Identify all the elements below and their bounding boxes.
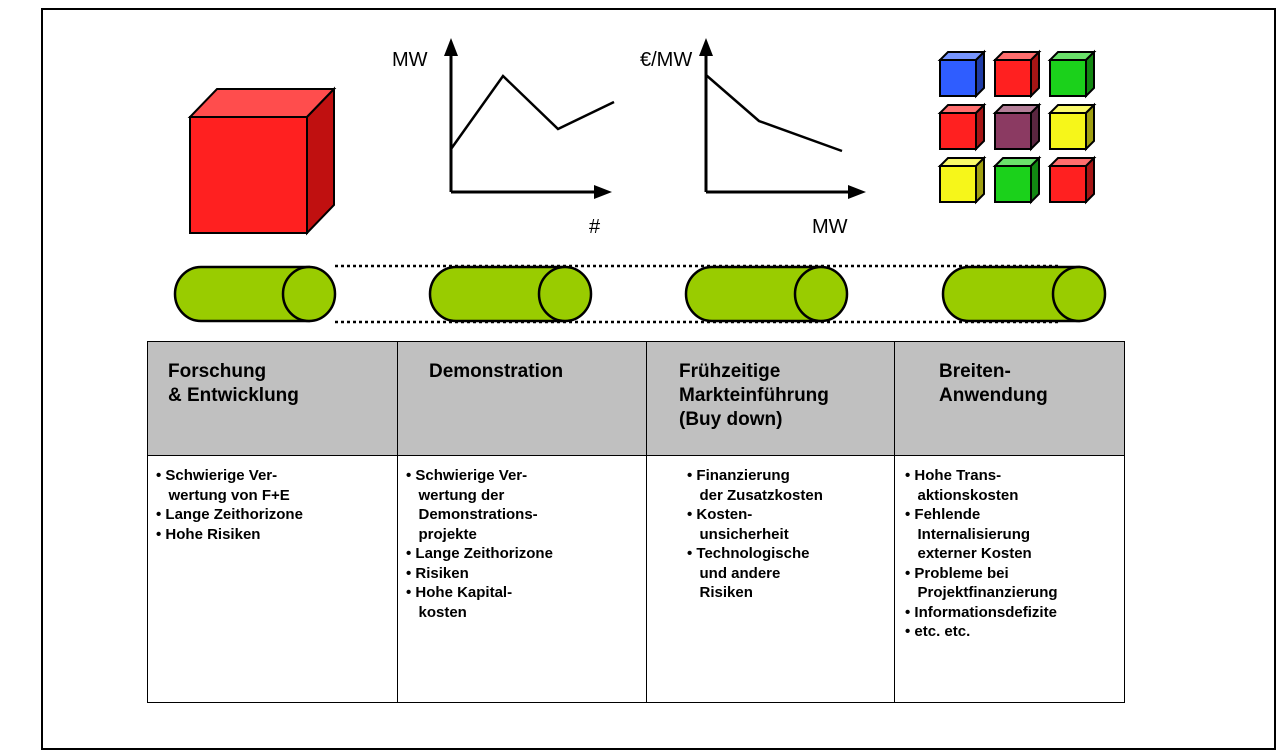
conveyor-rollers bbox=[173, 265, 1107, 323]
cost-line bbox=[705, 74, 843, 153]
list-item: • Hohe Risiken bbox=[156, 525, 261, 543]
roller-icon bbox=[428, 265, 593, 323]
small-cube-icon bbox=[992, 49, 1042, 99]
list-item: • Hohe Trans- aktionskosten bbox=[905, 467, 1019, 504]
line-graph-cost bbox=[699, 38, 866, 199]
small-cube-icon bbox=[1047, 155, 1097, 205]
barrier-list: • Hohe Trans- aktionskosten • Fehlende I… bbox=[905, 466, 1058, 642]
y-axis-arrow bbox=[444, 38, 458, 56]
stage-header: Breiten- Anwendung bbox=[895, 342, 1124, 456]
barrier-list: • Schwierige Ver- wertung von F+E • Lang… bbox=[156, 466, 303, 544]
list-item: • Lange Zeithorizone bbox=[156, 506, 303, 523]
stage-title: Breiten- Anwendung bbox=[939, 361, 1048, 406]
stage-body: • Schwierige Ver- wertung von F+E • Lang… bbox=[148, 456, 397, 702]
small-cube-icon bbox=[1047, 49, 1097, 99]
list-item: • Schwierige Ver- wertung von F+E bbox=[156, 467, 290, 504]
stage-column-demonstration: Demonstration • Schwierige Ver- wertung … bbox=[397, 341, 647, 703]
big-cube-icon bbox=[187, 86, 337, 236]
stage-header: Demonstration bbox=[398, 342, 646, 456]
list-item: • Informationsdefizite bbox=[905, 603, 1057, 621]
list-item: • Fehlende Internalisierung externer Kos… bbox=[905, 506, 1032, 562]
list-item: • etc. etc. bbox=[905, 623, 971, 640]
graph2-x-label: MW bbox=[812, 216, 848, 238]
graph1-x-label: # bbox=[589, 216, 601, 238]
list-item: • Finanzierung der Zusatzkosten bbox=[687, 467, 823, 504]
stage-column-wide-application: Breiten- Anwendung • Hohe Trans- aktions… bbox=[894, 341, 1125, 703]
x-axis-arrow bbox=[594, 185, 612, 199]
barrier-list: • Finanzierung der Zusatzkosten • Kosten… bbox=[687, 466, 823, 603]
list-item: • Kosten- unsicherheit bbox=[687, 506, 789, 543]
small-cube-icon bbox=[1047, 102, 1097, 152]
small-cube-icon bbox=[937, 155, 987, 205]
list-item: • Technologische und andere Risiken bbox=[687, 545, 810, 601]
list-item: • Hohe Kapital- kosten bbox=[406, 584, 513, 621]
small-cube-icon bbox=[992, 102, 1042, 152]
stage-title: Frühzeitige Markteinführung (Buy down) bbox=[679, 361, 829, 430]
roller-icon bbox=[684, 265, 849, 323]
roller-icon bbox=[173, 265, 337, 323]
roller-icon bbox=[941, 265, 1107, 323]
line-graph-mw bbox=[444, 38, 615, 199]
stage-header: Forschung & Entwicklung bbox=[148, 342, 397, 456]
small-cube-icon bbox=[937, 102, 987, 152]
stage-body: • Schwierige Ver- wertung der Demonstrat… bbox=[398, 456, 646, 702]
stage-header: Frühzeitige Markteinführung (Buy down) bbox=[647, 342, 894, 456]
y-axis-arrow bbox=[699, 38, 713, 56]
illustration-layer bbox=[173, 38, 1107, 324]
diagram-frame bbox=[41, 8, 1276, 750]
small-cube-icon bbox=[937, 49, 987, 99]
stage-title: Demonstration bbox=[429, 361, 564, 382]
graph2-y-label: €/MW bbox=[640, 49, 693, 71]
small-cube-icon bbox=[992, 155, 1042, 205]
list-item: • Probleme bei Projektfinanzierung bbox=[905, 564, 1058, 602]
stage-body: • Hohe Trans- aktionskosten • Fehlende I… bbox=[895, 456, 1124, 702]
graph1-y-label: MW bbox=[392, 49, 428, 71]
x-axis-arrow bbox=[848, 185, 866, 199]
cube-grid-icon bbox=[937, 49, 1097, 205]
list-item: • Schwierige Ver- wertung der Demonstrat… bbox=[406, 467, 538, 543]
list-item: • Risiken bbox=[406, 564, 469, 582]
stage-body: • Finanzierung der Zusatzkosten • Kosten… bbox=[647, 456, 894, 702]
stage-column-research: Forschung & Entwicklung • Schwierige Ver… bbox=[147, 341, 398, 703]
stage-column-early-market: Frühzeitige Markteinführung (Buy down) •… bbox=[646, 341, 895, 703]
barrier-list: • Schwierige Ver- wertung der Demonstrat… bbox=[406, 466, 553, 622]
list-item: • Lange Zeithorizone bbox=[406, 545, 553, 562]
mw-line bbox=[449, 74, 615, 150]
stage-title: Forschung & Entwicklung bbox=[168, 361, 299, 406]
